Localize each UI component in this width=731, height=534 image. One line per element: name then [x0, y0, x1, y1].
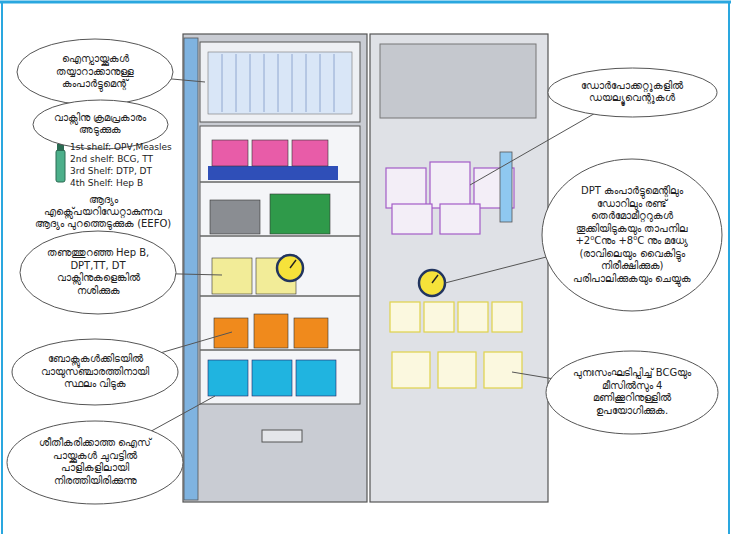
- door: [370, 34, 548, 502]
- dial-thermometer: [277, 255, 303, 281]
- callout-bubble: ബോക്സുകൾക്കിടയിൽ വായുസഞ്ചാരത്തിനായി സ്ഥല…: [11, 338, 179, 406]
- shelf-order-label: 1st shelf: OPV,Measles: [70, 142, 190, 153]
- door-panel: [380, 44, 536, 118]
- callout-text: DPT കംപാർട്ടുമെന്റിലും ഡോറിലും രണ്ട് തെർ…: [568, 185, 696, 285]
- callout-text: ഡോർപോക്കറ്റുകളിൽ ഡയല്യൂവെന്റുകൾ: [572, 80, 692, 105]
- callout-bubble: ഡോർപോക്കറ്റുകളിൽ ഡയല്യൂവെന്റുകൾ: [547, 67, 718, 118]
- frame-line: [728, 2, 730, 534]
- drawer-handle: [262, 430, 302, 442]
- cabinet-body: [183, 34, 367, 502]
- shelf-order-label: 2nd shelf: BCG, TT: [70, 154, 190, 165]
- vial-icon: [56, 150, 65, 182]
- callout-bubble: വാക്സിനു ക്രമപ്രകാരം അടുക്കുക: [32, 99, 169, 150]
- door-hinge-strip: [184, 38, 198, 500]
- callout-bubble: തണുത്തുറഞ്ഞ Hep B, DPT,TT, DT വാക്സിനുകള…: [19, 230, 177, 315]
- tray: [208, 166, 338, 180]
- callout-text: ശീതീകരിക്കാത്ത ഐസ് പായ്ക്കുകൾ ചുവട്ടിൽ പ…: [33, 437, 158, 487]
- callout-text: തണുത്തുറഞ്ഞ Hep B, DPT,TT, DT വാക്സിനുകള…: [43, 247, 153, 297]
- callout-bubble: പുനഃസംഘടിപ്പിച്ച് BCGയും മീസിൽസും 4 മണിക…: [545, 350, 719, 435]
- callout-text: പുനഃസംഘടിപ്പിച്ച് BCGയും മീസിൽസും 4 മണിക…: [571, 367, 693, 417]
- callout-text: വാക്സിനു ക്രമപ്രകാരം അടുക്കുക: [53, 112, 148, 137]
- freezer-compartment: [200, 42, 360, 122]
- door-thermometer: [500, 152, 512, 222]
- main-compartment: [200, 126, 360, 404]
- callout-bubble: DPT കംപാർട്ടുമെന്റിലും ഡോറിലും രണ്ട് തെർ…: [541, 158, 723, 312]
- callout-text: ബോക്സുകൾക്കിടയിൽ വായുസഞ്ചാരത്തിനായി സ്ഥല…: [36, 353, 154, 391]
- callout-bubble: ശീതീകരിക്കാത്ത ഐസ് പായ്ക്കുകൾ ചുവട്ടിൽ പ…: [6, 420, 184, 505]
- callout-text: ഐസ്പായ്ക്കുകൾ തയ്യാറാക്കാനുള്ള കംപാർട്ടു…: [40, 53, 150, 91]
- callout-bubble: ഐസ്പായ്ക്കുകൾ തയ്യാറാക്കാനുള്ള കംപാർട്ടു…: [16, 38, 174, 106]
- shelf-order-label: 3rd Shelf: DTP, DT: [70, 166, 190, 177]
- freezer-ice-packs: [208, 52, 352, 114]
- note-label: ആദ്യം എക്സ്പെയറിഡേറ്റാകുന്നവ ആദ്യം പുറത്…: [28, 194, 178, 230]
- dial-thermometer: [419, 270, 445, 296]
- frame-line: [1, 2, 3, 534]
- shelf-order-label: 4th Shelf: Hep B: [70, 178, 190, 189]
- frame-line: [0, 1, 731, 4]
